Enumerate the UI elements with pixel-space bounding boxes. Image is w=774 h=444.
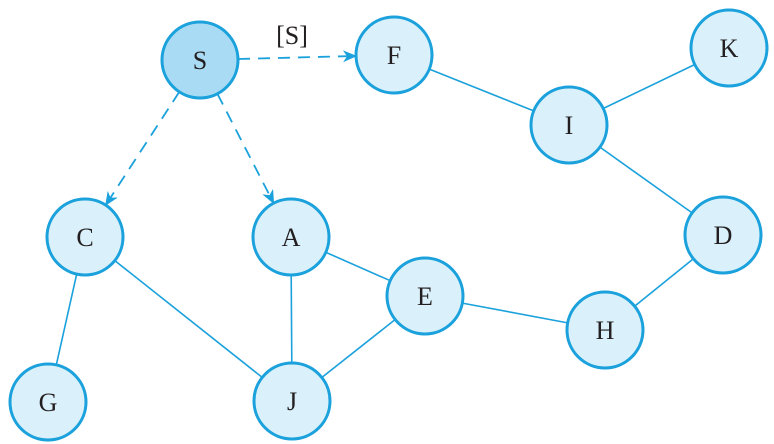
node-k: K xyxy=(689,8,769,88)
node-circle-f xyxy=(354,15,434,95)
node-label-d: D xyxy=(714,221,733,250)
edge-c-j xyxy=(114,259,263,379)
edge-h-e xyxy=(462,302,568,324)
edge-i-k xyxy=(602,63,696,110)
node-i: I xyxy=(529,85,609,165)
node-h: H xyxy=(565,290,645,370)
node-d: D xyxy=(683,195,763,275)
node-g: G xyxy=(8,362,88,442)
node-label-j: J xyxy=(287,387,297,416)
node-label-a: A xyxy=(282,223,301,252)
edge-a-j xyxy=(290,274,293,364)
node-circle-s xyxy=(160,20,240,100)
node-e: E xyxy=(385,256,465,336)
edge-label-s-f: [S] xyxy=(276,21,308,50)
node-label-s: S xyxy=(193,46,207,75)
node-circle-d xyxy=(683,195,763,275)
node-s: S xyxy=(160,20,240,100)
node-label-i: I xyxy=(565,111,574,140)
edge-f-i xyxy=(429,68,534,112)
edge-s-c xyxy=(105,91,181,206)
edges-layer: [S] xyxy=(55,21,696,379)
node-c: C xyxy=(45,197,125,277)
edge-d-h xyxy=(634,258,694,307)
node-j: J xyxy=(252,361,332,441)
node-f: F xyxy=(354,15,434,95)
node-circle-c xyxy=(45,197,125,277)
edge-e-j xyxy=(321,318,396,379)
node-circle-g xyxy=(8,362,88,442)
edge-e-a xyxy=(325,251,391,282)
edge-s-a xyxy=(216,93,275,205)
nodes-layer: S F K I C A D E H G J xyxy=(8,8,769,442)
node-circle-e xyxy=(385,256,465,336)
node-label-g: G xyxy=(39,388,58,417)
node-label-k: K xyxy=(720,34,739,63)
node-a: A xyxy=(251,197,331,277)
node-circle-h xyxy=(565,290,645,370)
node-circle-k xyxy=(689,8,769,88)
edge-i-d xyxy=(599,146,693,214)
node-circle-a xyxy=(251,197,331,277)
node-label-h: H xyxy=(596,316,615,345)
edge-c-g xyxy=(55,273,78,366)
node-label-f: F xyxy=(387,41,401,70)
node-circle-j xyxy=(252,361,332,441)
node-circle-i xyxy=(529,85,609,165)
node-label-e: E xyxy=(417,282,433,311)
edge-s-f xyxy=(237,50,357,63)
node-label-c: C xyxy=(76,223,93,252)
